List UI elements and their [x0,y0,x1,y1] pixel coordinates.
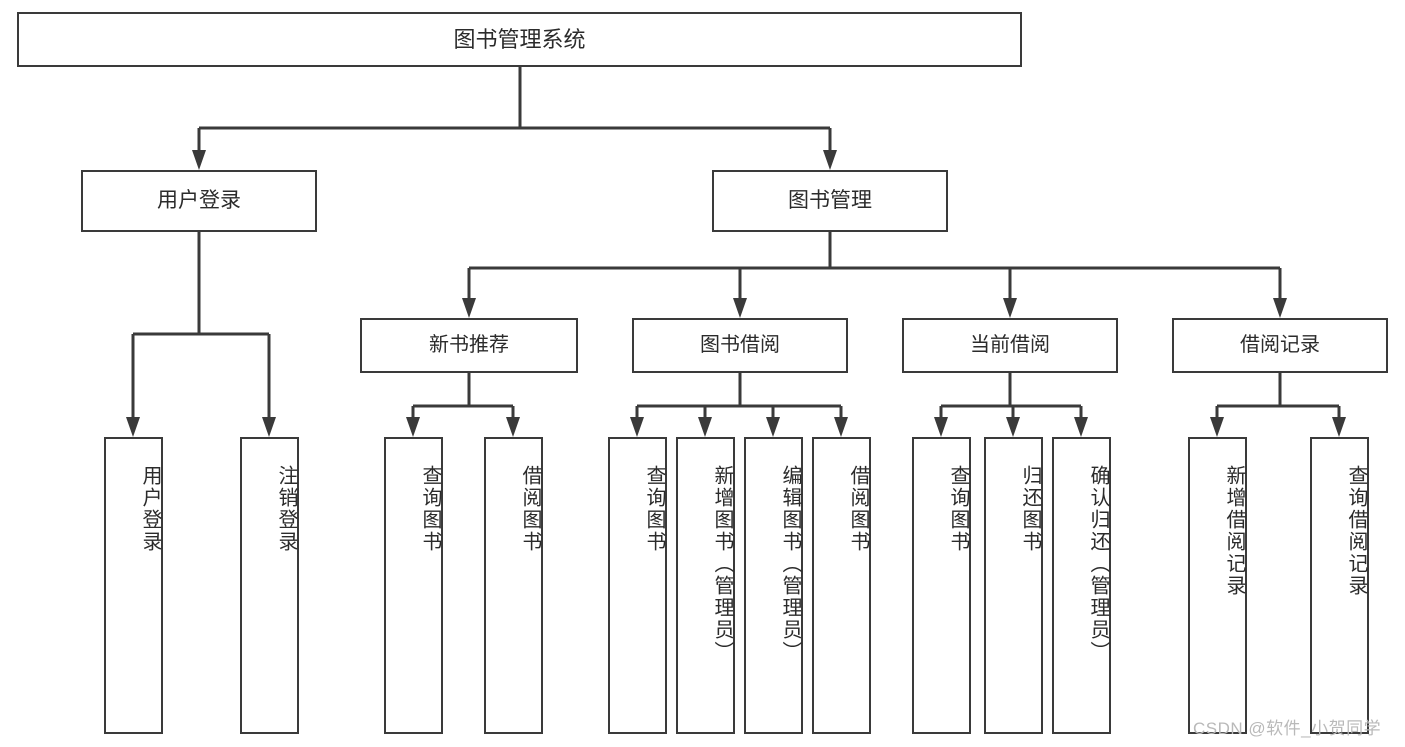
node-book-borrow-label: 图书借阅 [700,333,780,356]
leaf-node[interactable]: 用户登录 [104,437,163,734]
leaf-node[interactable]: 查询图书 [912,437,971,734]
leaf-node-label: 查询图书 [947,465,969,553]
node-book-management[interactable]: 图书管理 [712,170,948,232]
csdn-watermark: CSDN @软件_小贺同学 [1193,719,1382,738]
leaf-node[interactable]: 新增借阅记录 [1188,437,1247,734]
leaf-node[interactable]: 新增图书（管理员） [676,437,735,734]
leaf-node[interactable]: 借阅图书 [812,437,871,734]
leaf-node-label: 查询图书 [643,465,665,553]
node-book-borrow[interactable]: 图书借阅 [632,318,848,373]
leaf-node-label: 确认归还（管理员） [1087,465,1109,663]
leaf-node-label: 查询图书 [419,465,441,553]
leaf-node[interactable]: 查询借阅记录 [1310,437,1369,734]
leaf-node-label: 编辑图书（管理员） [779,465,801,663]
node-new-book-recommend[interactable]: 新书推荐 [360,318,578,373]
leaf-node-label: 查询借阅记录 [1345,465,1367,597]
node-root-label: 图书管理系统 [453,26,586,52]
leaf-node-label: 借阅图书 [519,465,541,553]
leaf-node-label: 借阅图书 [847,465,869,553]
node-current-borrow[interactable]: 当前借阅 [902,318,1118,373]
leaf-node[interactable]: 归还图书 [984,437,1043,734]
node-user-login[interactable]: 用户登录 [81,170,317,232]
leaf-node[interactable]: 借阅图书 [484,437,543,734]
leaf-node[interactable]: 查询图书 [384,437,443,734]
leaf-node-label: 新增借阅记录 [1223,465,1245,597]
node-current-borrow-label: 当前借阅 [970,333,1050,356]
node-borrow-record-label: 借阅记录 [1240,333,1320,356]
leaf-node-label: 新增图书（管理员） [711,465,733,663]
node-new-book-recommend-label: 新书推荐 [429,333,509,356]
leaf-node-label: 归还图书 [1019,465,1041,553]
node-root[interactable]: 图书管理系统 [17,12,1022,67]
node-book-management-label: 图书管理 [788,188,872,212]
leaf-node-label: 用户登录 [139,465,161,553]
leaf-node[interactable]: 查询图书 [608,437,667,734]
leaf-node[interactable]: 编辑图书（管理员） [744,437,803,734]
leaf-node-label: 注销登录 [275,465,297,553]
node-user-login-label: 用户登录 [157,188,241,212]
node-borrow-record[interactable]: 借阅记录 [1172,318,1388,373]
leaf-node[interactable]: 确认归还（管理员） [1052,437,1111,734]
leaf-node[interactable]: 注销登录 [240,437,299,734]
